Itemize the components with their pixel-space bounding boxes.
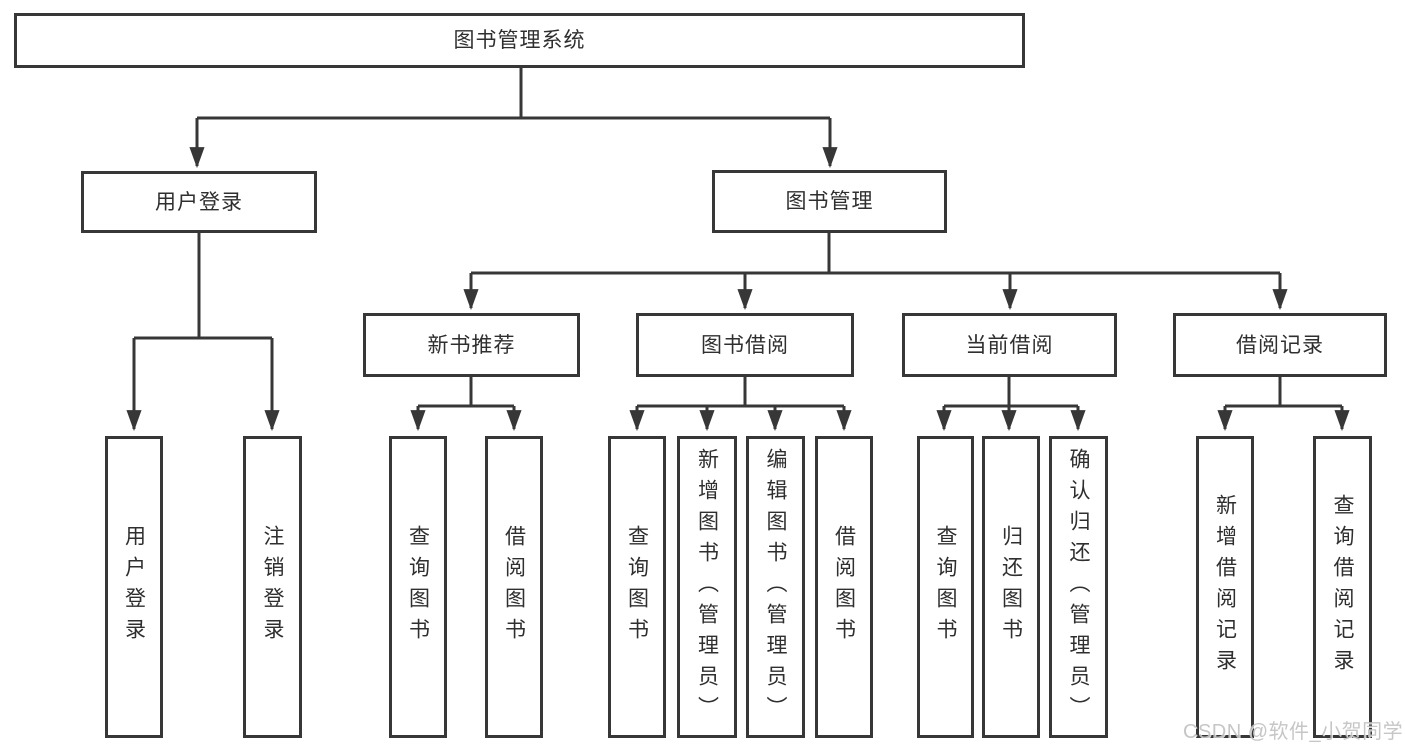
node-user-login-branch: 用户登录 xyxy=(81,171,317,233)
node-confirm-return-admin: 确认归还（管理员） xyxy=(1049,436,1108,738)
node-new-book-recommendation: 新书推荐 xyxy=(363,313,580,377)
node-library-management-system: 图书管理系统 xyxy=(14,13,1025,68)
node-user-login-leaf: 用户登录 xyxy=(105,436,163,738)
node-add-books-admin: 新增图书（管理员） xyxy=(677,436,737,738)
node-book-management-branch: 图书管理 xyxy=(712,170,947,233)
node-borrowing-records: 借阅记录 xyxy=(1173,313,1387,377)
node-logout-leaf: 注销登录 xyxy=(243,436,302,738)
node-add-borrow-record: 新增借阅记录 xyxy=(1196,436,1254,738)
node-current-borrowing: 当前借阅 xyxy=(902,313,1117,377)
node-book-borrowing: 图书借阅 xyxy=(636,313,854,377)
node-edit-books-admin: 编辑图书（管理员） xyxy=(746,436,805,738)
csdn-watermark: CSDN @软件_小贺同学 xyxy=(1183,721,1404,743)
node-borrow-books-leaf: 借阅图书 xyxy=(815,436,873,738)
node-borrow-books-recommend: 借阅图书 xyxy=(485,436,543,738)
node-return-books: 归还图书 xyxy=(982,436,1040,738)
node-query-books-current: 查询图书 xyxy=(917,436,974,738)
node-query-borrow-record: 查询借阅记录 xyxy=(1313,436,1372,738)
node-query-books-borrowing: 查询图书 xyxy=(608,436,666,738)
connector-arrows xyxy=(126,118,1350,432)
connector-lines xyxy=(134,66,1342,408)
node-query-books-recommend: 查询图书 xyxy=(389,436,447,738)
